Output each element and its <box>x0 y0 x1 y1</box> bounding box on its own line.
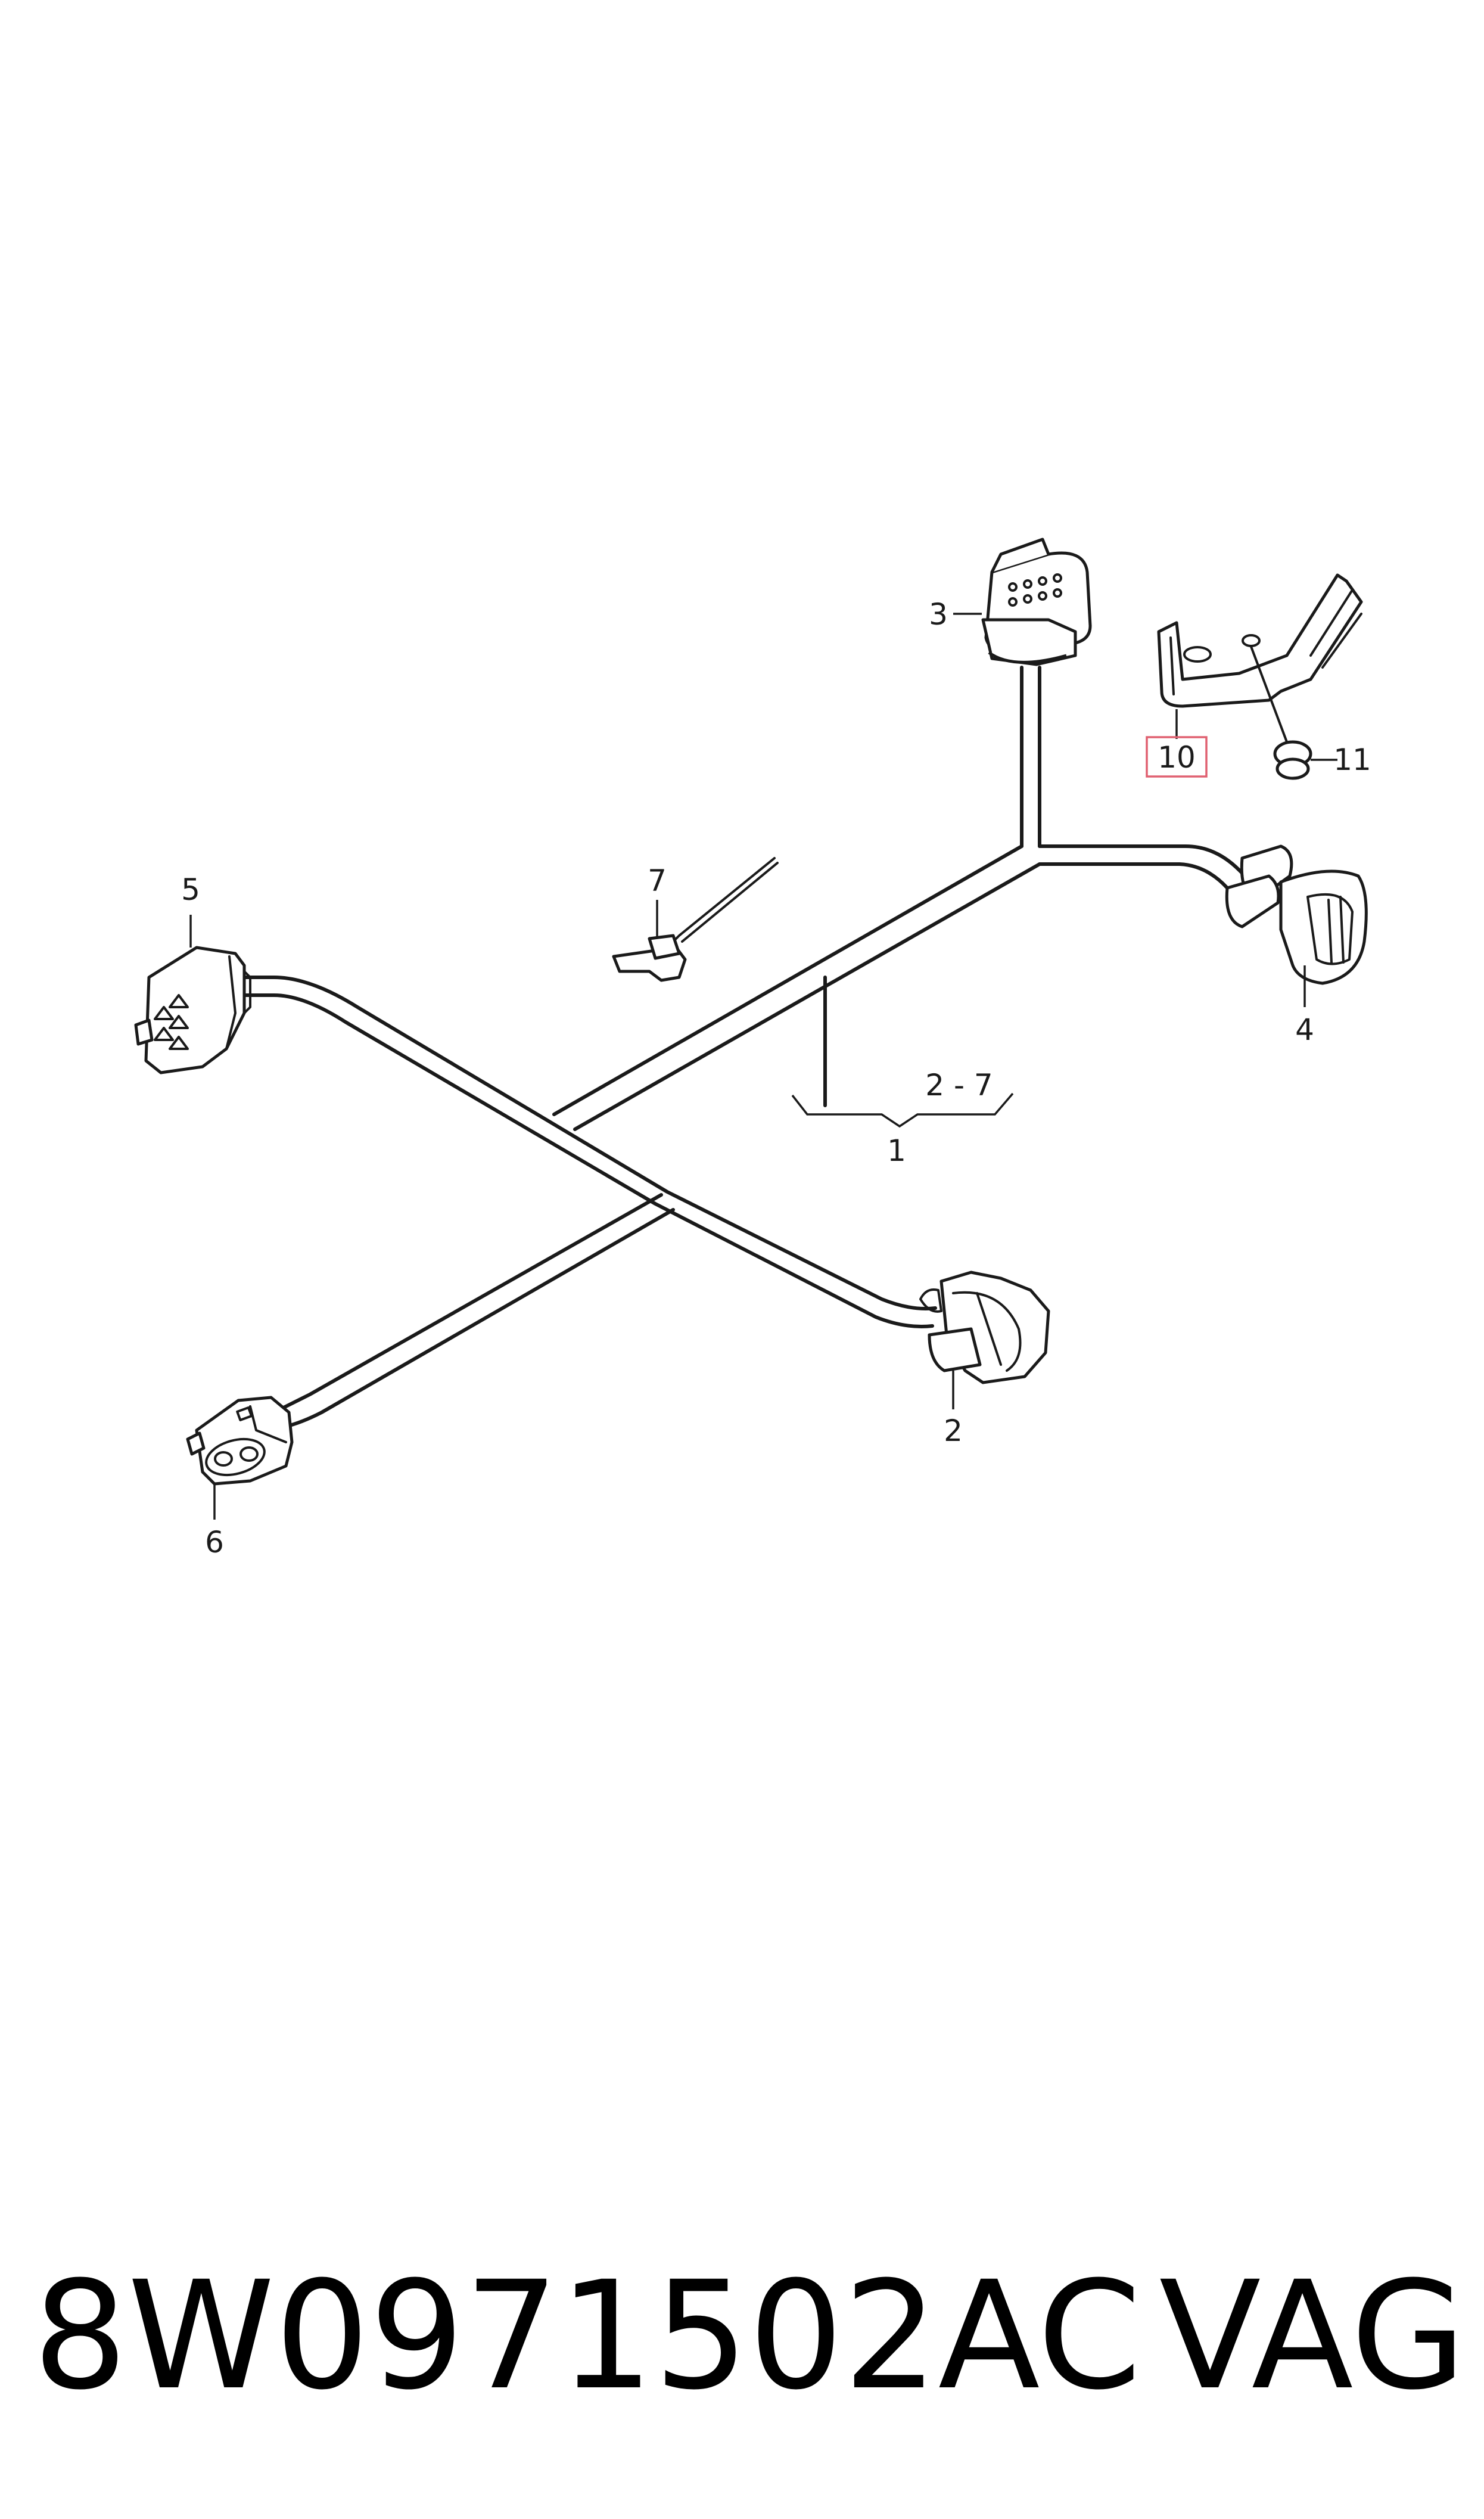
connector-4 <box>1225 844 1368 1007</box>
callout-10-highlight: 10 <box>1146 736 1208 778</box>
callout-11: 11 <box>1333 743 1371 777</box>
callout-6: 6 <box>205 1525 224 1560</box>
callout-labels: 1 2 - 7 2 3 4 5 6 7 11 10 <box>181 597 1371 1560</box>
connector-2 <box>919 1271 1050 1409</box>
callout-1: 1 <box>887 1133 906 1168</box>
bracket-10 <box>1157 573 1363 739</box>
callout-10: 10 <box>1158 740 1196 775</box>
clip-7 <box>612 857 779 982</box>
callout-10-box <box>1146 736 1208 778</box>
callout-3: 3 <box>929 597 948 632</box>
connector-3 <box>953 538 1092 666</box>
connector-5 <box>134 915 251 1074</box>
harness-wires <box>242 666 1253 1429</box>
connector-5-pins <box>154 994 189 1050</box>
callout-4: 4 <box>1295 1012 1314 1047</box>
footer: 8W0971502AC VAG <box>0 2247 1484 2425</box>
callout-range-2-7: 2 - 7 <box>925 1068 993 1102</box>
callout-2: 2 <box>944 1414 963 1448</box>
callout-7: 7 <box>648 864 667 898</box>
brand-label: VAG <box>1159 2249 1466 2422</box>
part-number: 8W0971502AC <box>33 2249 1141 2422</box>
range-brace <box>791 1092 1014 1128</box>
callout-5: 5 <box>181 872 200 907</box>
connector-6 <box>186 1396 294 1520</box>
connector-3-pins <box>1008 573 1062 607</box>
screw-11 <box>1250 645 1337 780</box>
